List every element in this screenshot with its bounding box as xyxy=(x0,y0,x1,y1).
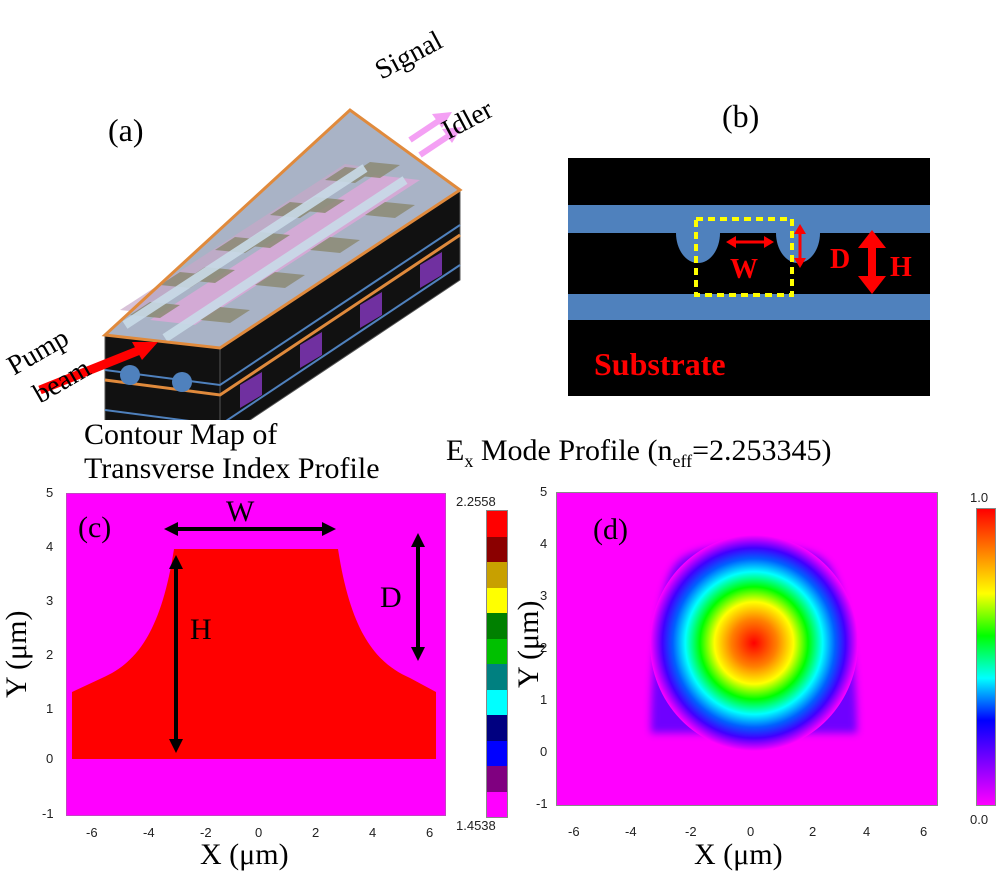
panel-d-title: Ex Mode Profile (neff=2.253345) xyxy=(446,434,832,471)
c-ylabel: Y (μm) xyxy=(0,610,33,698)
d-xtick: 6 xyxy=(920,824,928,839)
d-dim-label: D xyxy=(830,244,851,275)
c-ytick: 5 xyxy=(46,485,54,500)
c-xtick: -4 xyxy=(143,825,155,840)
h-label: H xyxy=(190,613,212,646)
device-3d-illustration xyxy=(38,108,463,420)
d-xtick: -4 xyxy=(625,824,637,839)
c-ytick: -1 xyxy=(42,806,54,821)
signal-label: Signal xyxy=(369,25,448,87)
c-xlabel: X (μm) xyxy=(200,838,289,871)
mode-profile-plot: (d) xyxy=(556,492,938,806)
d-xtick: -6 xyxy=(568,824,580,839)
w-label: W xyxy=(226,495,255,528)
c-xtick: -2 xyxy=(200,825,212,840)
substrate-label: Substrate xyxy=(594,346,726,382)
d-ytick: -1 xyxy=(536,796,548,811)
c-ytick: 1 xyxy=(46,701,54,716)
panel-c-title-line2: Transverse Index Profile xyxy=(84,452,380,485)
d-ytick: 5 xyxy=(540,484,548,499)
panel-c-label: (c) xyxy=(78,511,112,544)
index-colorbar-min: 1.4538 xyxy=(456,818,496,833)
d-ytick: 2 xyxy=(540,640,548,655)
c-ytick: 4 xyxy=(46,539,54,554)
d-xtick: 0 xyxy=(747,824,755,839)
d-label: D xyxy=(380,581,402,614)
index-profile-plot: (c) W H D xyxy=(66,493,446,816)
index-colorbar xyxy=(486,510,508,818)
c-ytick: 2 xyxy=(46,647,54,662)
index-colorbar-max: 2.2558 xyxy=(456,494,496,509)
c-xtick: 2 xyxy=(312,825,320,840)
c-xtick: 0 xyxy=(255,825,263,840)
panel-a-label: (a) xyxy=(108,112,144,148)
d-ytick: 0 xyxy=(540,744,548,759)
c-xtick: 4 xyxy=(369,825,377,840)
mode-colorbar xyxy=(976,508,996,806)
panel-c-title-line1: Contour Map of xyxy=(84,418,278,451)
d-xtick: -2 xyxy=(685,824,697,839)
d-ytick: 3 xyxy=(540,588,548,603)
cross-section-diagram: W D H Substrate xyxy=(568,158,930,396)
d-xtick: 2 xyxy=(809,824,817,839)
c-ytick: 3 xyxy=(46,593,54,608)
d-xlabel: X (μm) xyxy=(694,838,783,871)
d-ytick: 1 xyxy=(540,692,548,707)
mode-colorbar-max: 1.0 xyxy=(970,490,989,505)
panel-d-label: (d) xyxy=(593,513,628,546)
c-xtick: -6 xyxy=(86,825,98,840)
w-dim-label: W xyxy=(730,254,758,285)
h-dim-label: H xyxy=(890,252,912,283)
c-xtick: 6 xyxy=(426,825,434,840)
d-xtick: 4 xyxy=(863,824,871,839)
d-ytick: 4 xyxy=(540,536,548,551)
c-ytick: 0 xyxy=(46,751,54,766)
mode-colorbar-min: 0.0 xyxy=(970,812,989,827)
d-ylabel: Y (μm) xyxy=(512,600,545,688)
panel-b-label: (b) xyxy=(722,98,760,134)
